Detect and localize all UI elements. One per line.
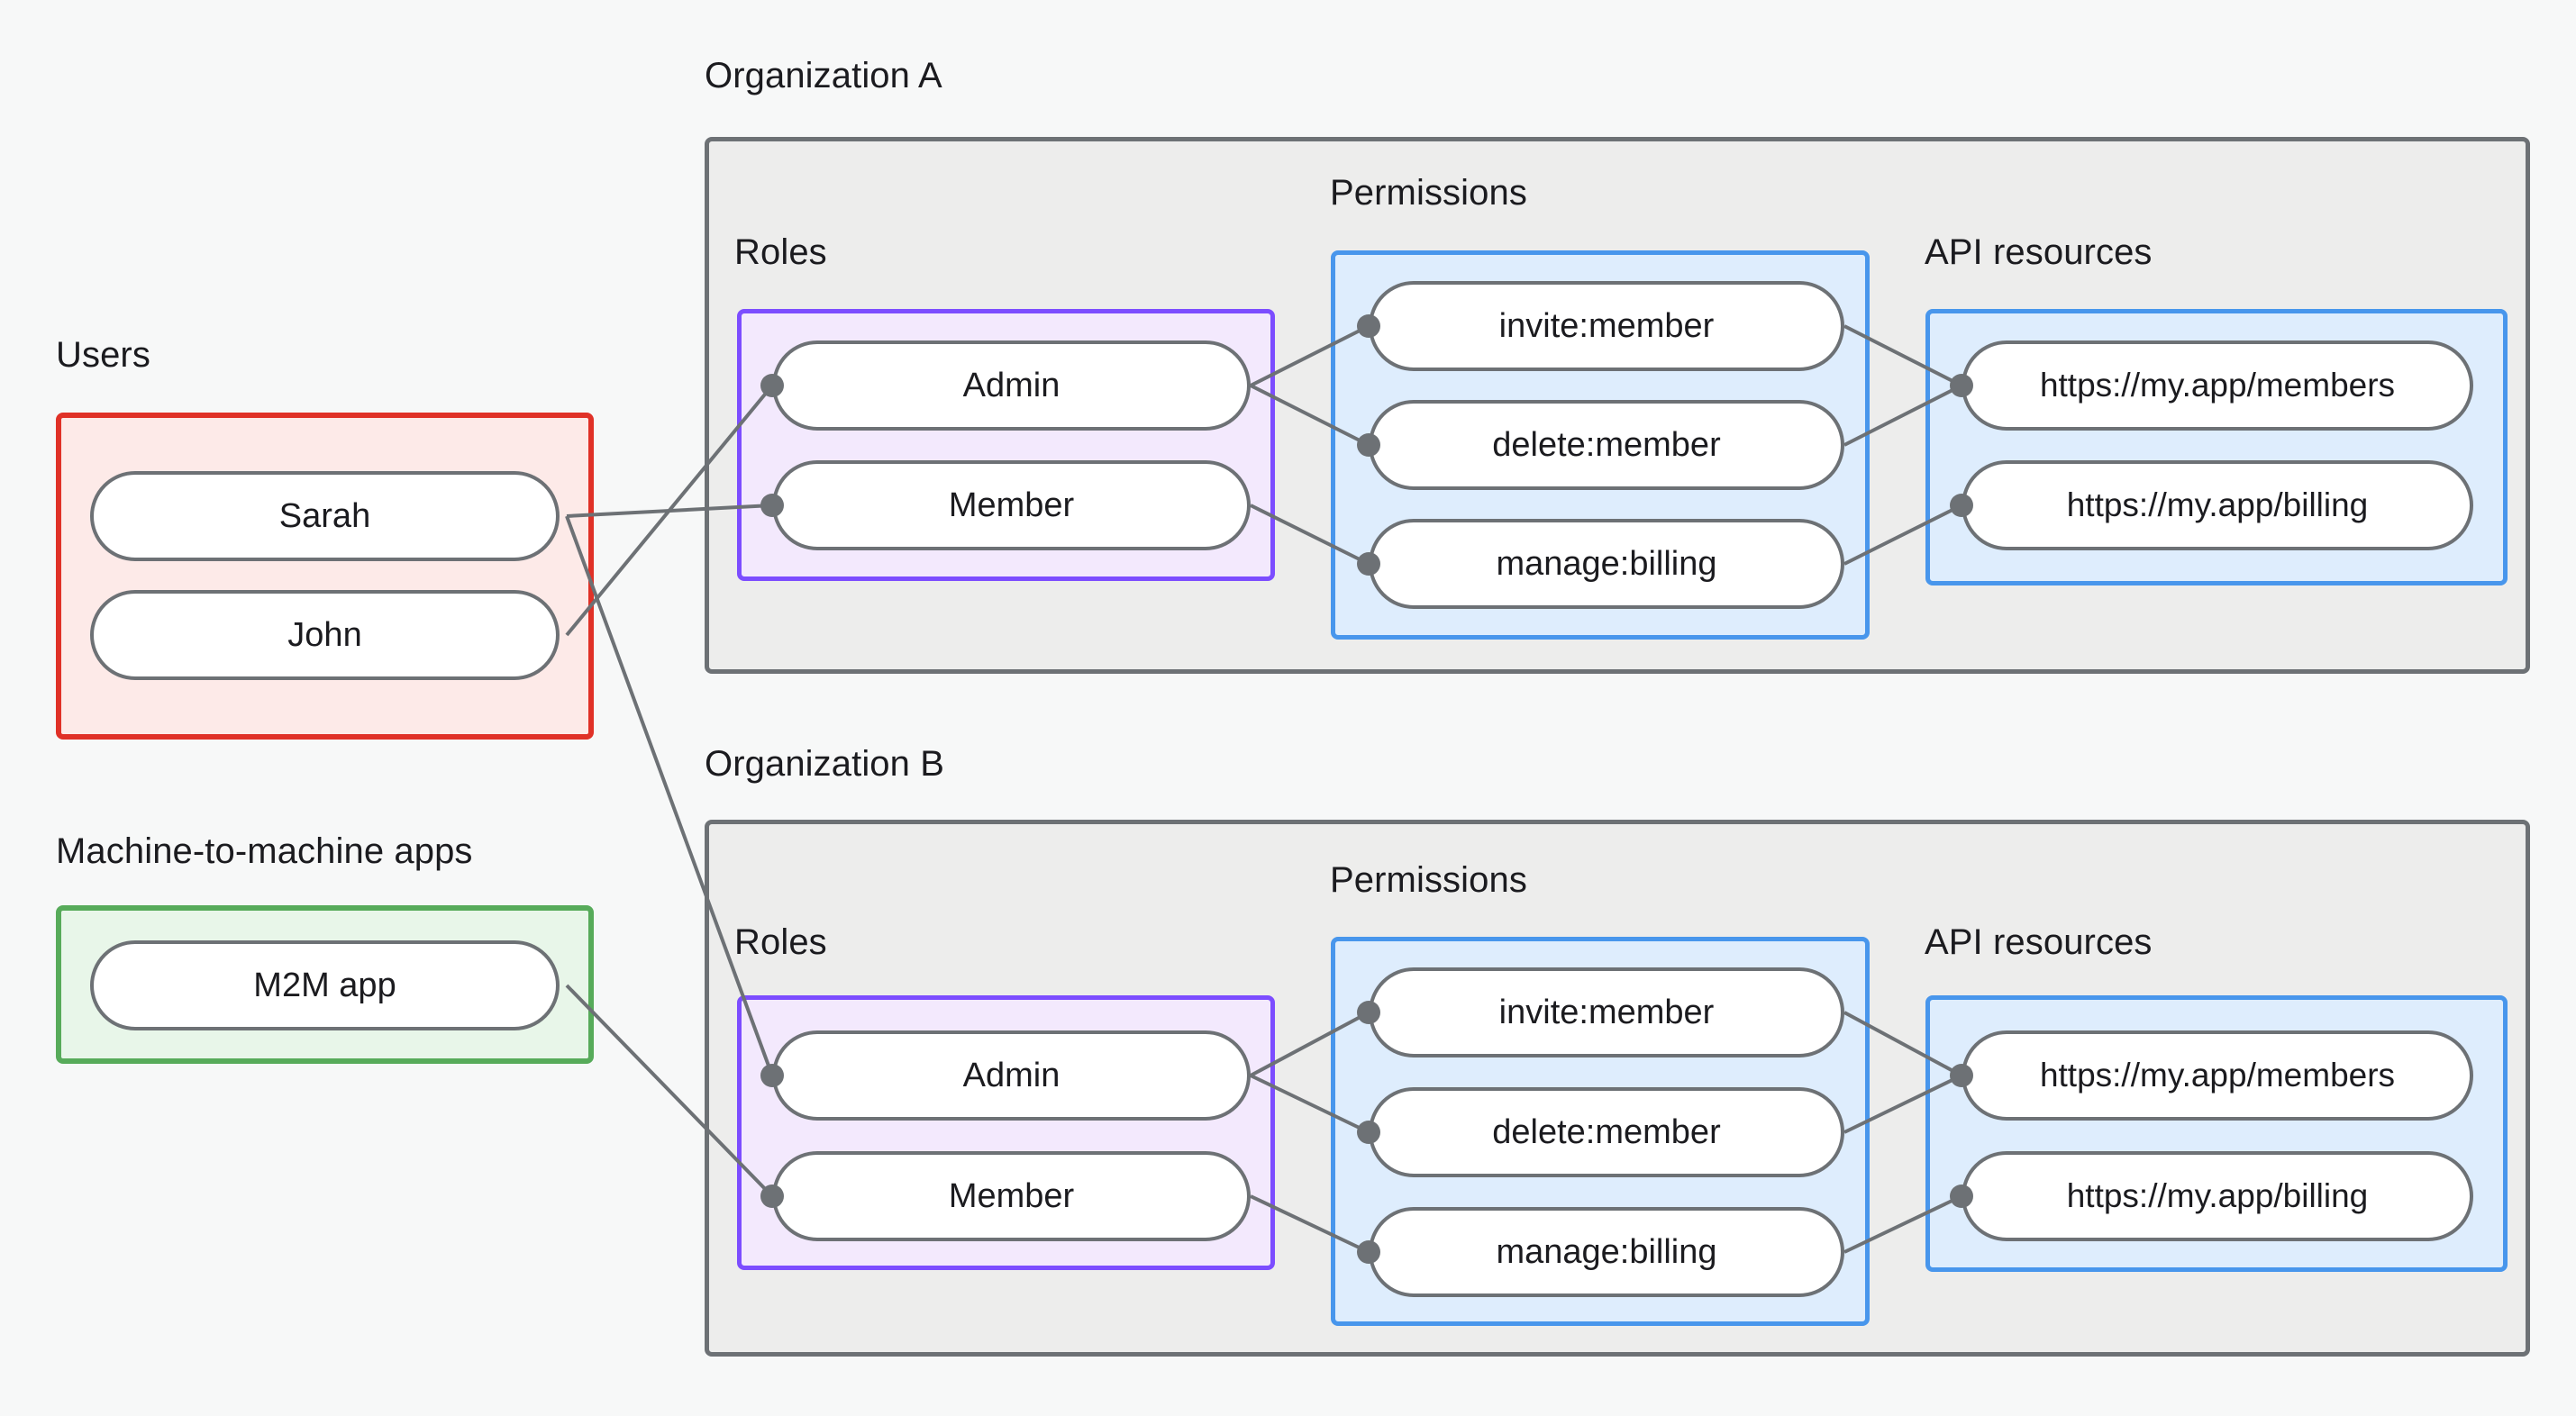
org-a-role-member[interactable]: Member xyxy=(772,460,1251,550)
org-b-roles-label: Roles xyxy=(734,922,827,962)
org-b-permission-invite-member[interactable]: invite:member xyxy=(1369,967,1844,1057)
m2m-group-label: Machine-to-machine apps xyxy=(56,831,473,871)
org-b-api-resources-label: API resources xyxy=(1925,922,2153,962)
org-a-role-admin[interactable]: Admin xyxy=(772,340,1251,431)
org-b-label: Organization B xyxy=(705,744,944,784)
org-a-roles-label: Roles xyxy=(734,232,827,272)
org-a-permissions-label: Permissions xyxy=(1330,173,1527,213)
user-node-john[interactable]: John xyxy=(90,590,560,680)
user-node-sarah[interactable]: Sarah xyxy=(90,471,560,561)
org-a-label: Organization A xyxy=(705,56,942,95)
org-b-permissions-label: Permissions xyxy=(1330,860,1527,900)
m2m-node-app[interactable]: M2M app xyxy=(90,940,560,1030)
org-a-permission-delete-member[interactable]: delete:member xyxy=(1369,400,1844,490)
users-group-label: Users xyxy=(56,335,150,375)
org-b-role-admin[interactable]: Admin xyxy=(772,1030,1251,1121)
org-a-api-resource-billing[interactable]: https://my.app/billing xyxy=(1962,460,2473,550)
users-container xyxy=(56,413,594,740)
org-b-role-member[interactable]: Member xyxy=(772,1151,1251,1241)
org-a-permission-manage-billing[interactable]: manage:billing xyxy=(1369,519,1844,609)
org-b-api-resource-billing[interactable]: https://my.app/billing xyxy=(1962,1151,2473,1241)
org-a-api-resources-label: API resources xyxy=(1925,232,2153,272)
org-a-permission-invite-member[interactable]: invite:member xyxy=(1369,281,1844,371)
org-b-api-resource-members[interactable]: https://my.app/members xyxy=(1962,1030,2473,1121)
org-b-permission-delete-member[interactable]: delete:member xyxy=(1369,1087,1844,1177)
org-b-permission-manage-billing[interactable]: manage:billing xyxy=(1369,1207,1844,1297)
org-a-api-resource-members[interactable]: https://my.app/members xyxy=(1962,340,2473,431)
